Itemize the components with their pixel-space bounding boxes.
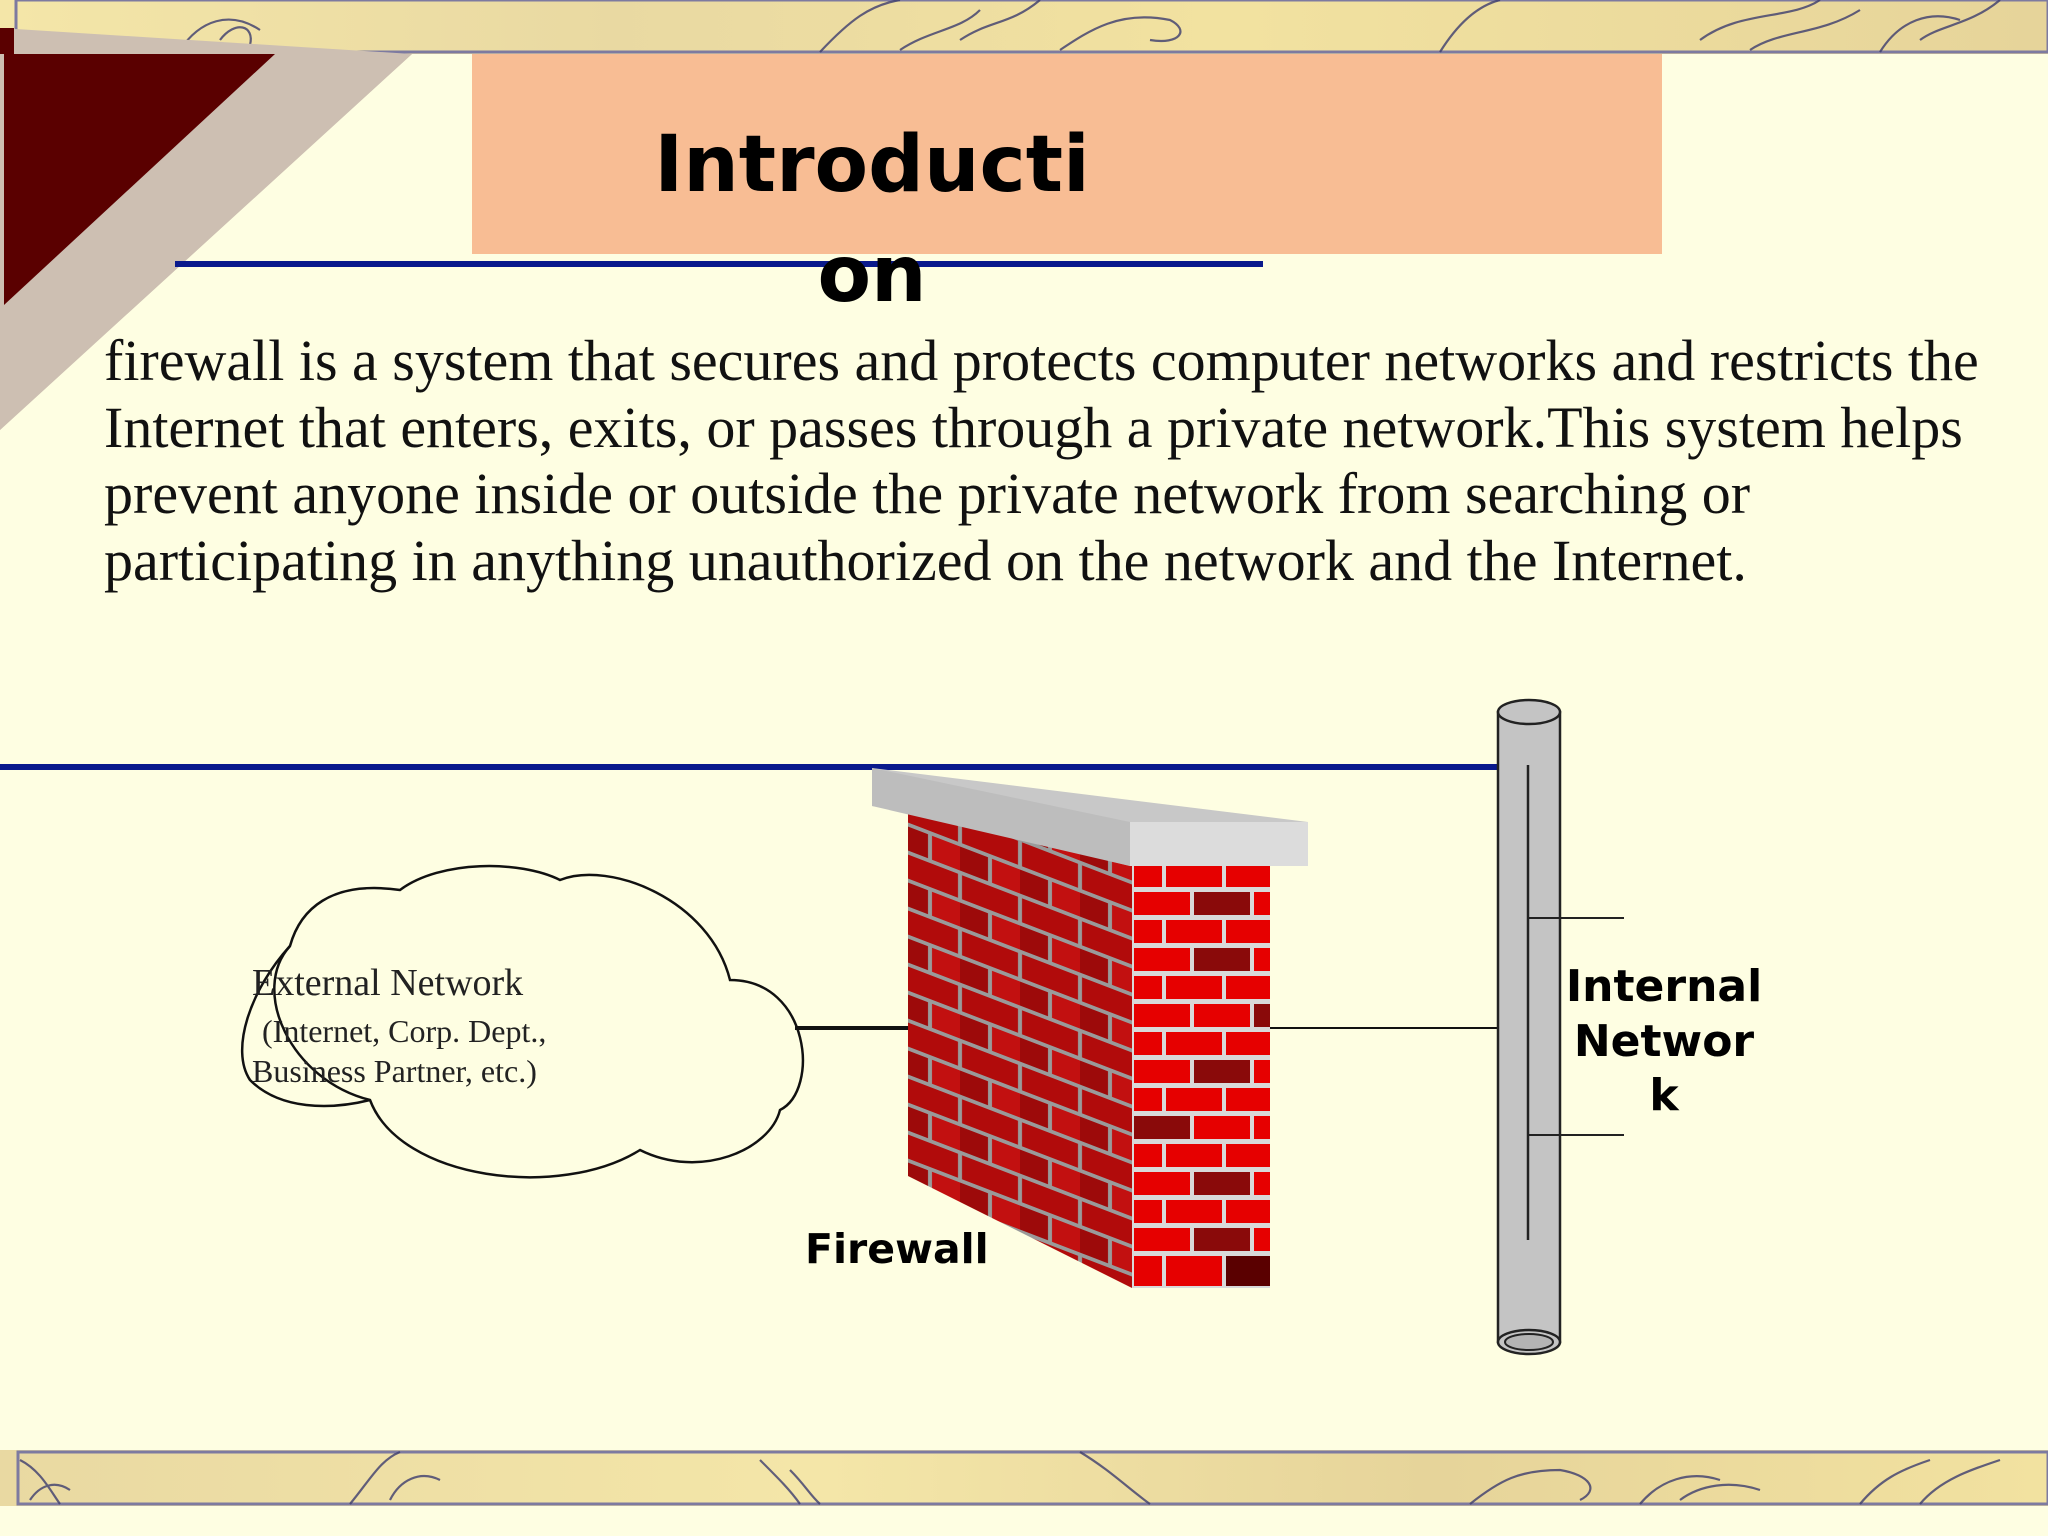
external-network-sublabel-2: Business Partner, etc.): [252, 1053, 537, 1089]
bottom-decorative-band: [0, 1450, 2048, 1536]
firewall-wall: [872, 768, 1308, 1288]
corner-decoration: [0, 28, 412, 430]
title-underline: [175, 261, 1263, 267]
title-box: [472, 54, 1662, 254]
slide-title: Introduction: [654, 120, 1090, 320]
internal-network-label-2: Networ: [1574, 1016, 1755, 1067]
internal-network-backbone: [1496, 698, 1624, 1356]
section-divider: [0, 764, 1500, 770]
internal-network-label-3: k: [1649, 1070, 1680, 1121]
external-network-sublabel-1: (Internet, Corp. Dept.,: [262, 1013, 546, 1049]
firewall-label: Firewall: [805, 1225, 989, 1273]
external-network-label: External Network: [252, 962, 523, 1004]
internal-network-label-1: Internal: [1566, 961, 1762, 1012]
external-network-cloud: [273, 864, 805, 1179]
top-decorative-band: [0, 0, 2048, 54]
slide-body-text: firewall is a system that secures and pr…: [104, 328, 1979, 593]
